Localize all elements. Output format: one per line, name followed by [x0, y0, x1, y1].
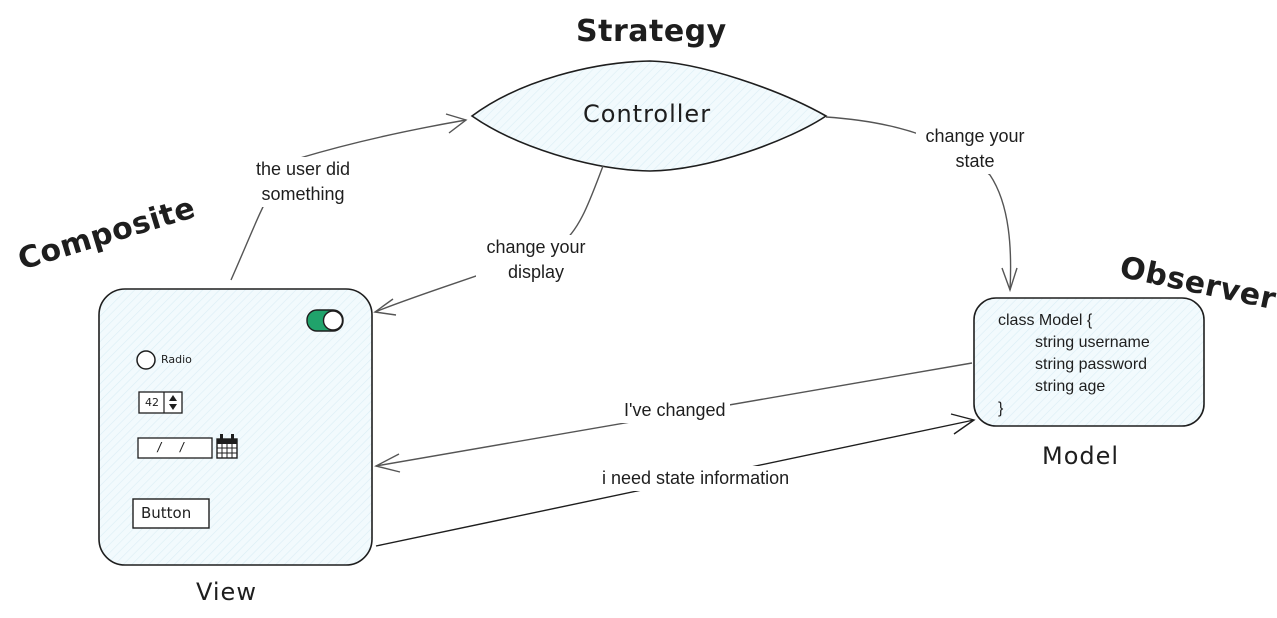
spinner-value: 42	[145, 396, 159, 409]
arrowhead-user-did-something	[445, 113, 468, 134]
edge-label-need-state: i need state information	[598, 466, 794, 491]
model-caption: Model	[1042, 442, 1120, 470]
edge-change-your-state	[825, 116, 1012, 291]
edge-label-change-display: change your display	[476, 235, 596, 285]
date-value: / /	[156, 440, 190, 454]
edge-label-line: something	[261, 184, 345, 204]
controller-label: Controller	[583, 100, 712, 128]
date-input[interactable]	[137, 437, 213, 459]
code-line: string age	[1035, 378, 1106, 395]
calendar-icon[interactable]	[216, 434, 238, 459]
controller-diamond[interactable]	[470, 60, 828, 172]
model-code: class Model { string username string pas…	[998, 310, 1150, 420]
view-button-label: Button	[141, 504, 192, 522]
edge-label-line: change your	[486, 237, 586, 257]
view-box[interactable]	[98, 288, 373, 566]
toggle-switch[interactable]	[306, 309, 344, 332]
arrowhead-change-your-display	[373, 298, 397, 316]
arrowhead-need-state-information	[950, 413, 976, 435]
view-button[interactable]	[132, 498, 210, 529]
arrowhead-ive-changed	[374, 453, 401, 473]
edge-label-change-state: change your state	[916, 124, 1034, 174]
edge-label-ive-changed: I've changed	[620, 398, 730, 423]
spinner-down-icon[interactable]	[169, 404, 177, 410]
edge-label-user-did: the user did something	[246, 157, 360, 207]
edge-label-line: display	[507, 262, 565, 282]
code-line: string password	[1035, 356, 1148, 373]
code-line: class Model {	[998, 312, 1093, 329]
radio-label: Radio	[161, 353, 192, 366]
model-box[interactable]	[973, 297, 1205, 427]
edge-label-line: change your	[925, 126, 1025, 146]
title-strategy: Strategy	[576, 14, 727, 49]
edge-label-line: the user did	[255, 159, 351, 179]
code-line: string username	[1035, 334, 1150, 351]
radio-button[interactable]	[136, 350, 156, 370]
edge-label-line: state	[955, 151, 995, 171]
spinner-up-icon[interactable]	[169, 395, 177, 401]
number-spinner[interactable]	[138, 391, 183, 414]
arrowhead-change-your-state	[1001, 267, 1018, 293]
code-line: }	[998, 400, 1004, 417]
view-caption: View	[196, 578, 257, 606]
